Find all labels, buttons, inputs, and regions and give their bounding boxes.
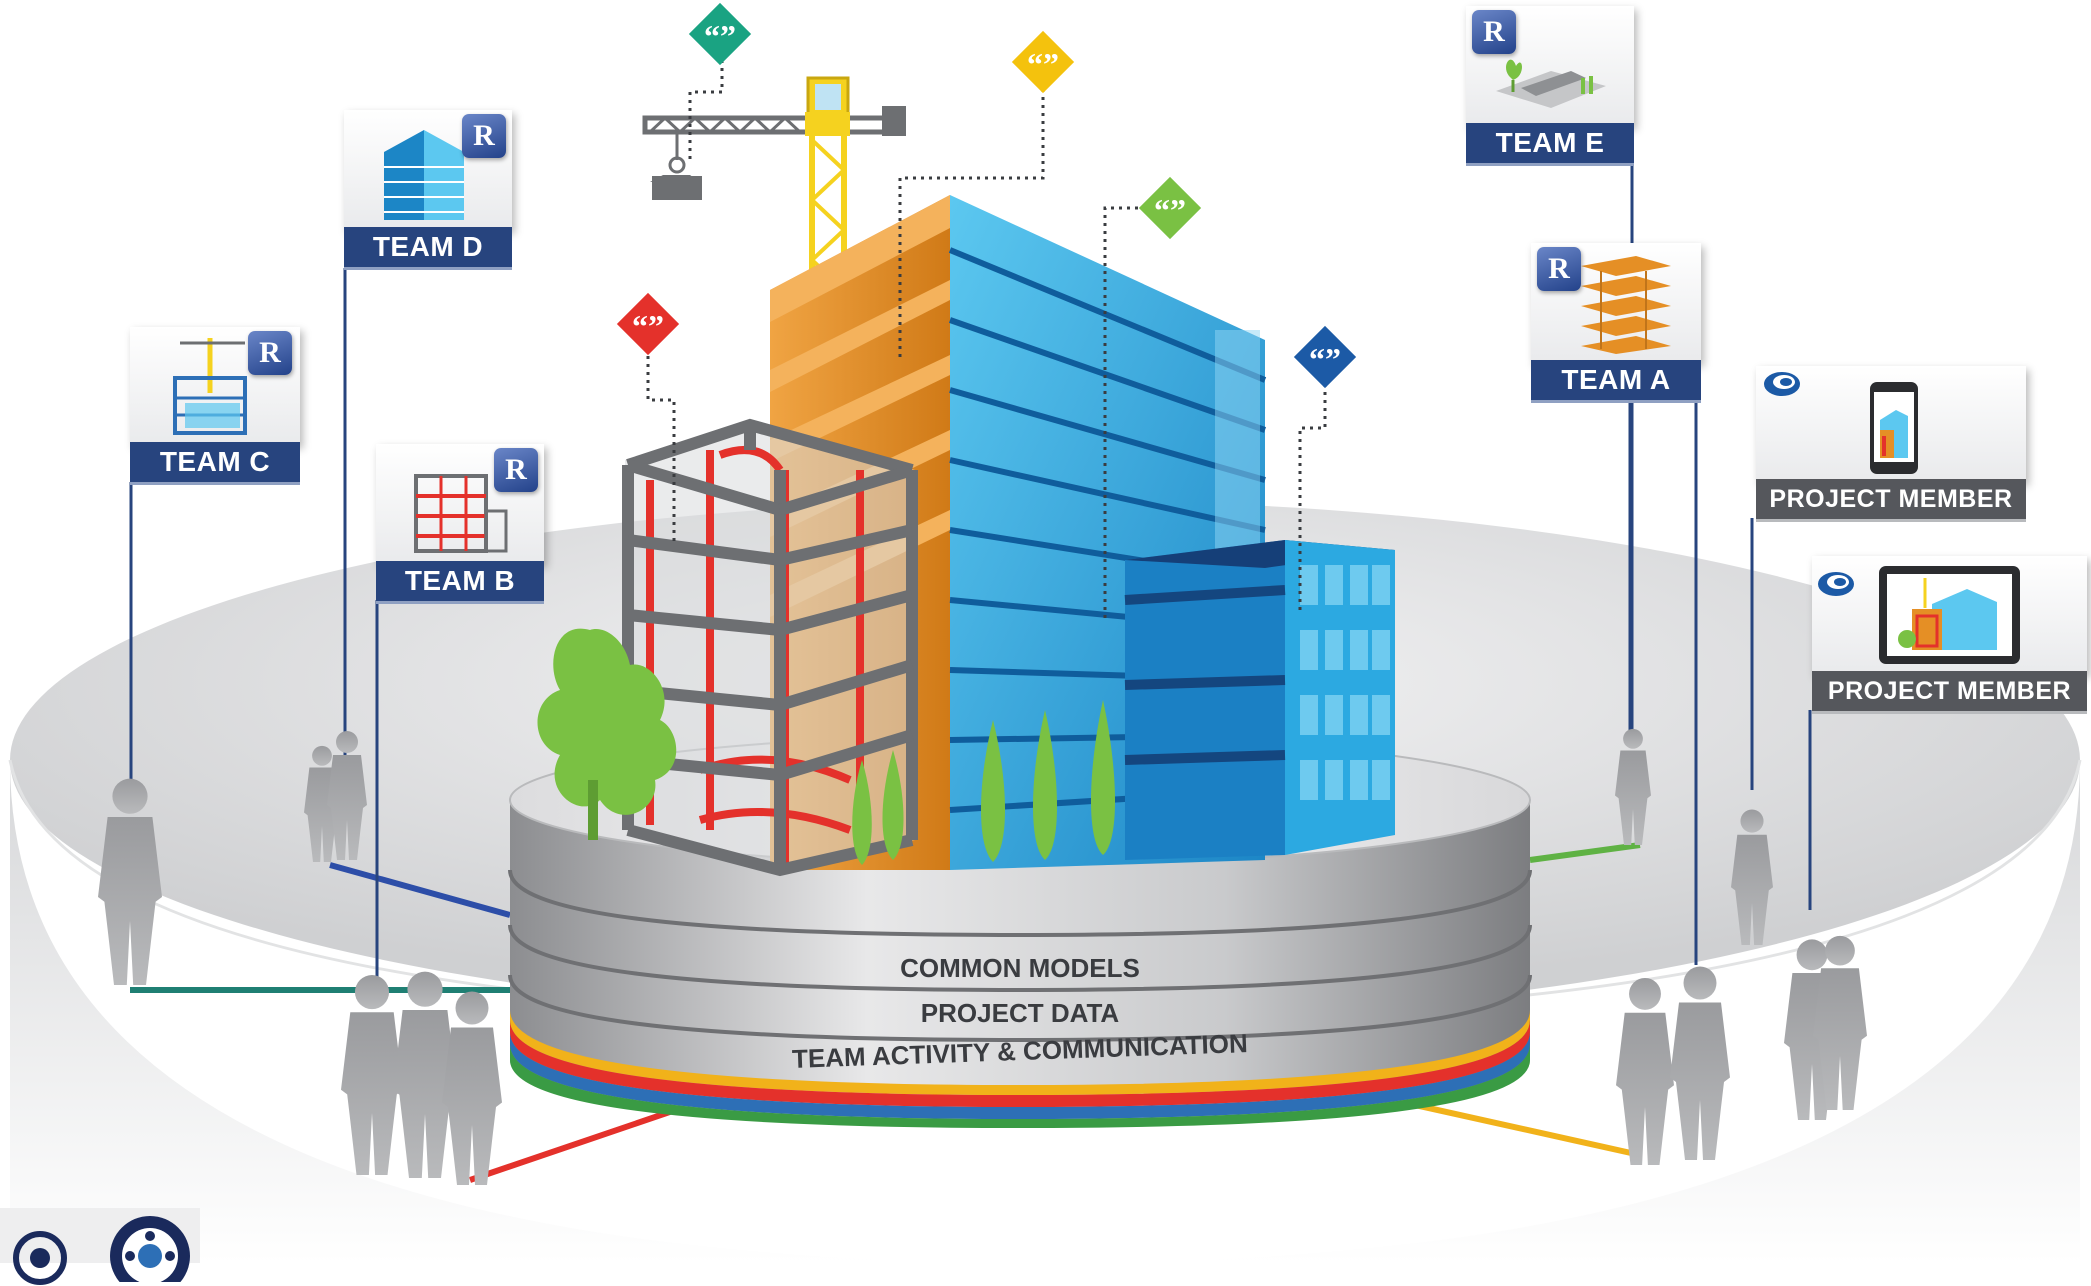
navigation-wheel-icon[interactable] xyxy=(104,1210,196,1282)
comment-marker-blue[interactable]: “” xyxy=(1293,325,1357,389)
quote-icon: “” xyxy=(1154,192,1186,228)
revit-icon: R xyxy=(1537,247,1581,291)
revit-icon: R xyxy=(1472,10,1516,54)
comment-marker-teal[interactable]: “” xyxy=(688,2,752,66)
team-b-label: TEAM B xyxy=(376,561,544,604)
quote-icon: “” xyxy=(704,18,736,54)
team-a-thumbnail xyxy=(1531,243,1701,363)
site-plan-icon xyxy=(1496,59,1606,108)
blue-building-icon xyxy=(384,130,464,220)
quote-icon: “” xyxy=(632,308,664,344)
tablet-icon xyxy=(1879,566,2020,664)
a360-icon xyxy=(1818,572,1854,596)
layer-project-data: PROJECT DATA xyxy=(921,998,1120,1028)
team-e-card[interactable]: R TEAM E xyxy=(1466,6,1634,166)
structural-frame-icon xyxy=(414,474,508,553)
structural-frame-building xyxy=(622,418,918,877)
team-d-thumbnail xyxy=(344,110,512,230)
team-b-card[interactable]: R TEAM B xyxy=(376,444,544,604)
revit-icon: R xyxy=(494,448,538,492)
toolbar-corner xyxy=(0,1208,200,1285)
quote-icon: “” xyxy=(1027,46,1059,82)
small-glass-building xyxy=(1124,540,1395,860)
project-member-tablet-label: PROJECT MEMBER xyxy=(1812,671,2087,714)
team-e-label: TEAM E xyxy=(1466,123,1634,166)
layer-common-models: COMMON MODELS xyxy=(900,953,1140,983)
project-member-phone-thumbnail xyxy=(1756,366,2026,482)
project-member-phone-card[interactable]: PROJECT MEMBER xyxy=(1756,366,2026,522)
team-d-card[interactable]: R TEAM D xyxy=(344,110,512,270)
team-c-label: TEAM C xyxy=(130,442,300,485)
comment-marker-red[interactable]: “” xyxy=(616,292,680,356)
trees xyxy=(537,628,1116,865)
team-a-card[interactable]: R TEAM A xyxy=(1531,243,1701,403)
comment-connectors xyxy=(646,60,1327,620)
scaffold-crane-icon xyxy=(173,338,247,435)
project-member-tablet-thumbnail xyxy=(1812,556,2087,674)
project-member-tablet-card[interactable]: PROJECT MEMBER xyxy=(1812,556,2087,714)
revit-icon: R xyxy=(248,331,292,375)
comment-marker-green[interactable]: “” xyxy=(1138,176,1202,240)
team-d-label: TEAM D xyxy=(344,227,512,270)
team-c-card[interactable]: R TEAM C xyxy=(130,327,300,485)
project-member-phone-label: PROJECT MEMBER xyxy=(1756,479,2026,522)
floor-slabs-icon xyxy=(1581,256,1671,354)
orbit-icon[interactable] xyxy=(12,1230,68,1286)
quote-icon: “” xyxy=(1309,341,1341,377)
smartphone-icon xyxy=(1870,382,1918,474)
comment-marker-yellow[interactable]: “” xyxy=(1011,30,1075,94)
revit-icon: R xyxy=(462,114,506,158)
a360-icon xyxy=(1764,372,1800,396)
team-a-label: TEAM A xyxy=(1531,360,1701,403)
